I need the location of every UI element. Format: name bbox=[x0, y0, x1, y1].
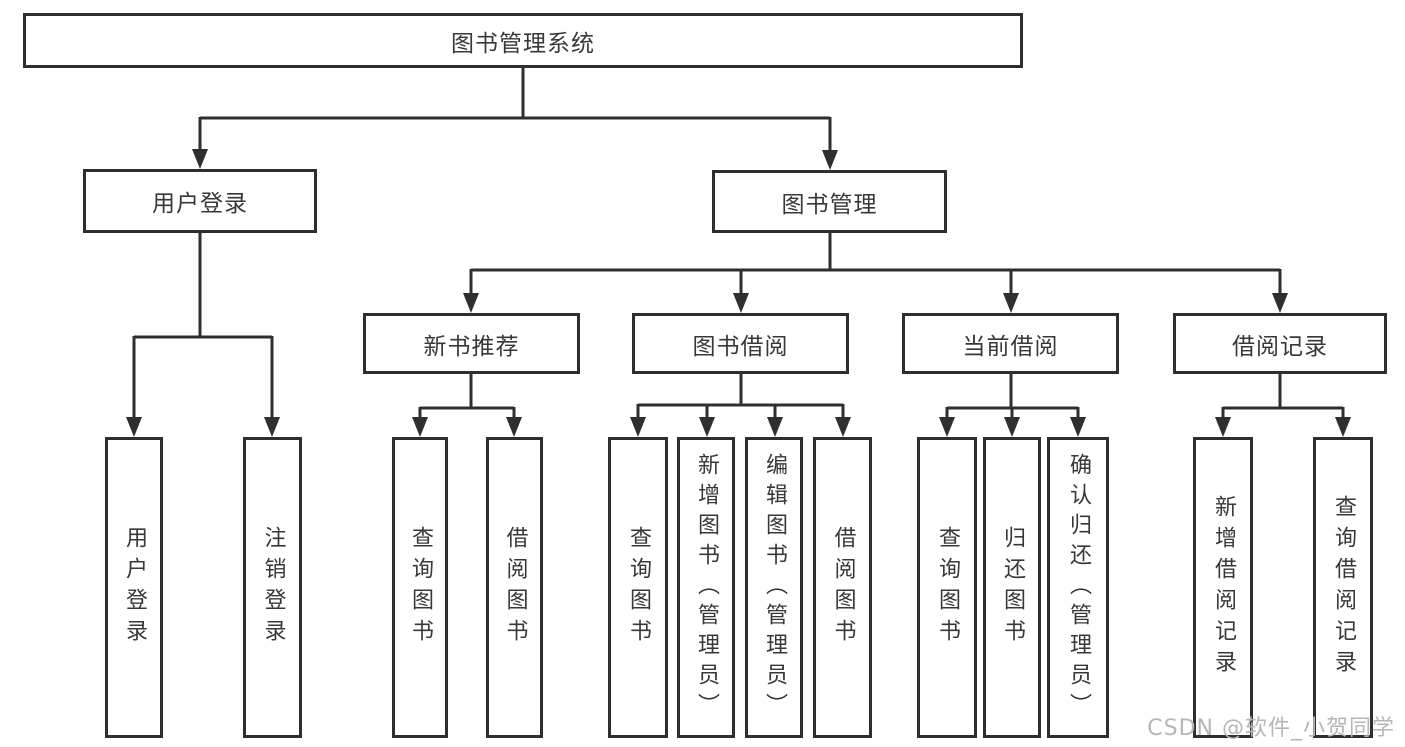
leaf-current-return-book-label: 归还图书 bbox=[1000, 525, 1025, 650]
node-new-book-recommend-label: 新书推荐 bbox=[423, 333, 520, 360]
leaf-current-confirm-return: 确认归还（管理员） bbox=[1047, 437, 1109, 738]
leaf-newbook-query-book: 查询图书 bbox=[392, 437, 448, 738]
node-user-login-label: 用户登录 bbox=[152, 191, 248, 217]
connector-user-login-children bbox=[126, 233, 280, 437]
leaf-borrow-edit-book: 编辑图书（管理员） bbox=[745, 437, 803, 738]
leaf-borrow-edit-book-label: 编辑图书（管理员） bbox=[762, 452, 787, 723]
leaf-user-login: 用户登录 bbox=[105, 437, 163, 738]
leaf-borrow-add-book: 新增图书（管理员） bbox=[677, 437, 735, 738]
leaf-newbook-query-book-label: 查询图书 bbox=[408, 525, 433, 650]
leaf-record-query-borrow-record-label: 查询借阅记录 bbox=[1331, 494, 1356, 681]
leaf-logout-login: 注销登录 bbox=[243, 437, 302, 738]
leaf-newbook-borrow-book-label: 借阅图书 bbox=[502, 525, 528, 650]
leaf-borrow-add-book-label: 新增图书（管理员） bbox=[694, 452, 719, 723]
connector-new-book-rec-children bbox=[412, 374, 522, 437]
node-library-management-system: 图书管理系统 bbox=[23, 13, 1023, 68]
node-borrow-record: 借阅记录 bbox=[1173, 313, 1387, 374]
leaf-borrow-query-book: 查询图书 bbox=[608, 437, 668, 738]
leaf-user-login-label: 用户登录 bbox=[122, 525, 147, 650]
leaf-record-add-borrow-record: 新增借阅记录 bbox=[1193, 437, 1253, 738]
node-library-management-system-label: 图书管理系统 bbox=[451, 30, 595, 57]
leaf-current-query-book: 查询图书 bbox=[917, 437, 977, 738]
leaf-record-add-borrow-record-label: 新增借阅记录 bbox=[1211, 494, 1236, 681]
node-book-borrow-label: 图书借阅 bbox=[692, 333, 789, 360]
node-book-borrow: 图书借阅 bbox=[632, 313, 849, 374]
node-current-borrow: 当前借阅 bbox=[902, 313, 1119, 374]
leaf-current-return-book: 归还图书 bbox=[983, 437, 1041, 738]
leaf-newbook-borrow-book: 借阅图书 bbox=[486, 437, 543, 738]
csdn-watermark: CSDN @软件_小贺同学 bbox=[1147, 716, 1395, 741]
leaf-record-query-borrow-record: 查询借阅记录 bbox=[1313, 437, 1373, 738]
leaf-borrow-borrow-book-label: 借阅图书 bbox=[830, 525, 856, 650]
node-book-management-label: 图书管理 bbox=[781, 191, 878, 218]
leaf-borrow-query-book-label: 查询图书 bbox=[626, 525, 651, 650]
node-borrow-record-label: 借阅记录 bbox=[1232, 333, 1328, 360]
node-current-borrow-label: 当前借阅 bbox=[962, 333, 1059, 360]
connector-book-borrow-children bbox=[630, 374, 851, 437]
leaf-current-query-book-label: 查询图书 bbox=[935, 525, 960, 650]
connector-borrow-record-children bbox=[1215, 374, 1351, 437]
connector-book-mgmt-children bbox=[463, 233, 1288, 313]
leaf-logout-login-label: 注销登录 bbox=[260, 525, 286, 650]
connector-current-borrow-children bbox=[939, 374, 1086, 437]
node-book-management: 图书管理 bbox=[712, 170, 947, 233]
node-new-book-recommend: 新书推荐 bbox=[363, 313, 580, 374]
leaf-current-confirm-return-label: 确认归还（管理员） bbox=[1066, 452, 1091, 723]
leaf-borrow-borrow-book: 借阅图书 bbox=[813, 437, 872, 738]
node-user-login: 用户登录 bbox=[83, 169, 317, 233]
connector-root-to-level2 bbox=[192, 68, 838, 170]
